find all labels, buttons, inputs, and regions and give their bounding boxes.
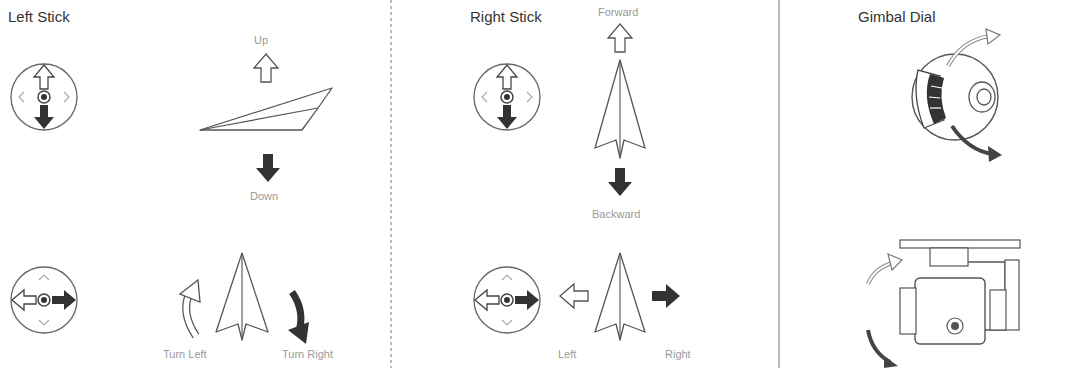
stick-icon (474, 64, 540, 130)
stick-icon (474, 267, 540, 333)
direction-label: Forward (598, 6, 638, 19)
stick-icon (11, 64, 77, 130)
direction-label: Down (250, 190, 278, 203)
plane-top-view (180, 253, 309, 344)
gimbal-dial-icon (912, 29, 1002, 162)
gimbal-camera-icon (868, 240, 1020, 368)
direction-label: Turn Left (163, 348, 207, 361)
direction-label: Left (558, 348, 576, 361)
direction-label: Turn Right (282, 348, 333, 361)
section-title: Gimbal Dial (858, 8, 936, 25)
direction-label: Backward (592, 208, 640, 221)
direction-label: Up (254, 34, 268, 47)
stick-icon (11, 267, 77, 333)
dashed-divider (391, 0, 392, 368)
plane-side-view (200, 54, 332, 182)
section-title: Right Stick (470, 8, 542, 25)
direction-label: Right (665, 348, 691, 361)
plane-top-view (560, 253, 680, 340)
section-title: Left Stick (8, 8, 70, 25)
solid-divider (779, 0, 780, 368)
plane-top-view (595, 24, 645, 196)
